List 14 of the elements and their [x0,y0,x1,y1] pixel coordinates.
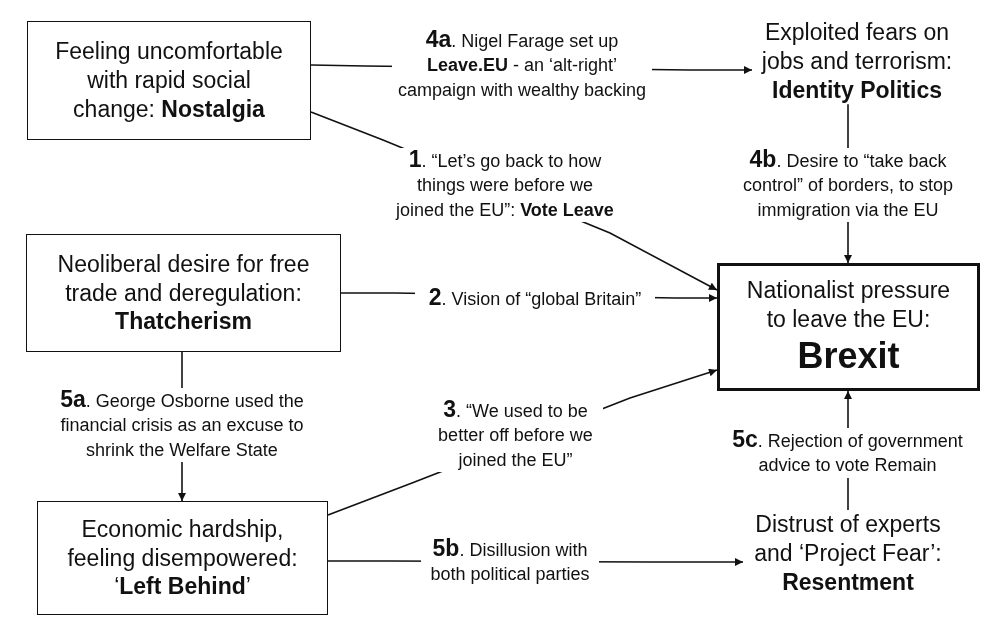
edge-label: 4a. Nigel Farage set up Leave.EU - an ‘alt-right’ campaign with wealthy backing [392,28,652,102]
concept-box [26,234,341,352]
outcome-box [717,263,980,391]
box-text: Neoliberal desire for free trade and deregulation: Thatcherism [56,249,311,337]
edge-label: 2. Vision of “global Britain” [415,286,655,312]
box-text: Economic hardship, feeling disempowered: ‘Left Behind’ [66,514,299,602]
edge-label: 5b. Disillusion with both political parties [421,537,599,587]
concept-box [27,21,311,140]
box-text: Feeling uncomfortable with rapid social change: Nostalgia [54,37,284,124]
concept-box [37,501,328,615]
concept-label: Distrust of experts and ‘Project Fear’: Resentment [743,510,953,597]
concept-label: Exploited fears on jobs and terrorism: Identity Politics [752,18,962,105]
edge-label: 1. “Let’s go back to how things were before we joined the EU”: Vote Leave [393,148,617,222]
box-text: Nationalist pressure to leave the EU: Brexit [745,275,952,379]
